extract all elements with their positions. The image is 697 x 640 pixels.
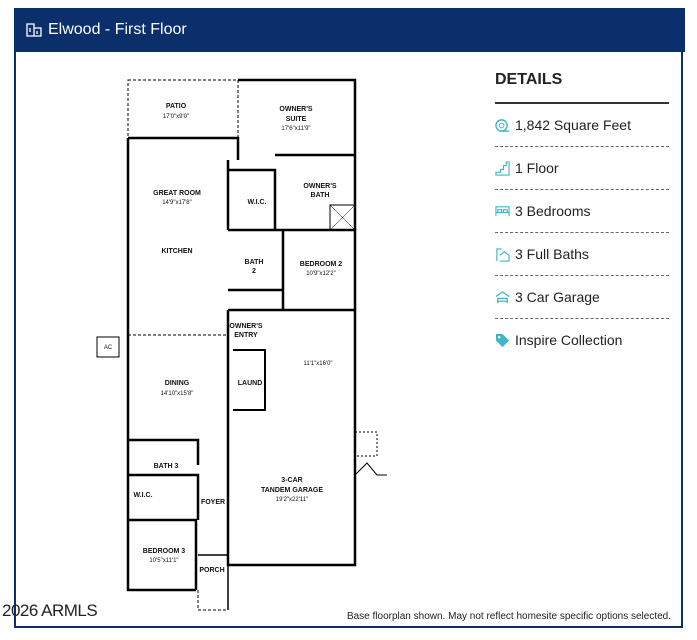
room-label-owners-bath-2: BATH bbox=[311, 192, 330, 199]
room-dim-garage-ext: 11'1"x16'0" bbox=[303, 361, 332, 367]
detail-label: 3 Car Garage bbox=[515, 289, 600, 305]
room-dim-garage: 19'2"x22'11" bbox=[276, 497, 308, 503]
room-label-laundry: LAUND bbox=[238, 380, 263, 387]
room-dim-great-room: 14'9"x17'8" bbox=[162, 200, 192, 206]
detail-bedrooms: 3 Bedrooms bbox=[495, 190, 669, 232]
detail-floors: 1 Floor bbox=[495, 147, 669, 189]
bath-icon bbox=[496, 247, 510, 262]
garage-icon bbox=[495, 290, 510, 303]
room-label-patio: PATIO bbox=[166, 103, 187, 110]
detail-label: 1,842 Square Feet bbox=[515, 117, 631, 133]
tape-measure-icon bbox=[495, 118, 510, 132]
detail-garage: 3 Car Garage bbox=[495, 276, 669, 318]
details-divider bbox=[495, 102, 669, 104]
room-label-owners-entry: OWNER'S bbox=[229, 323, 262, 330]
ac-unit-label: AC bbox=[104, 345, 113, 351]
room-label-bath2-2: 2 bbox=[252, 268, 256, 275]
detail-baths: 3 Full Baths bbox=[495, 233, 669, 275]
details-panel: DETAILS 1,842 Square Feet 1 Floor 3 Bedr… bbox=[495, 68, 669, 361]
page-title: Elwood - First Floor bbox=[48, 21, 187, 38]
bed-icon bbox=[495, 205, 510, 216]
room-label-owners-suite: OWNER'S bbox=[279, 106, 312, 113]
detail-label: Inspire Collection bbox=[515, 332, 623, 348]
room-label-bedroom2: BEDROOM 2 bbox=[300, 261, 343, 268]
room-label-dining: DINING bbox=[165, 380, 190, 387]
room-label-great-room: GREAT ROOM bbox=[153, 190, 201, 197]
detail-label: 3 Full Baths bbox=[515, 246, 589, 262]
room-label-wic3: W.I.C. bbox=[133, 492, 152, 499]
room-label-bedroom3: BEDROOM 3 bbox=[143, 548, 186, 555]
room-label-owners-suite-2: SUITE bbox=[286, 116, 307, 123]
room-label-garage: 3-CAR bbox=[281, 477, 302, 484]
room-label-kitchen: KITCHEN bbox=[161, 248, 192, 255]
room-label-foyer: FOYER bbox=[201, 499, 225, 506]
disclaimer-note: Base floorplan shown. May not reflect ho… bbox=[346, 611, 671, 622]
room-label-garage-2: TANDEM GARAGE bbox=[261, 487, 323, 494]
tag-icon bbox=[495, 333, 510, 347]
room-label-owners-bath: OWNER'S bbox=[303, 183, 336, 190]
card-header: Elwood - First Floor bbox=[14, 8, 685, 52]
room-dim-owners-suite: 17'6"x11'9" bbox=[281, 126, 310, 132]
room-dim-patio: 17'0"x9'0" bbox=[163, 114, 189, 120]
divider bbox=[495, 275, 669, 276]
detail-square-feet: 1,842 Square Feet bbox=[495, 104, 669, 146]
room-label-porch: PORCH bbox=[199, 567, 224, 574]
detail-collection: Inspire Collection bbox=[495, 319, 669, 361]
detail-label: 1 Floor bbox=[515, 160, 559, 176]
stairs-icon bbox=[495, 160, 510, 176]
room-label-owners-entry-2: ENTRY bbox=[234, 332, 258, 339]
divider bbox=[495, 146, 669, 147]
divider bbox=[495, 318, 669, 319]
floorplan-icon bbox=[26, 23, 42, 37]
room-dim-bedroom3: 10'5"x11'1" bbox=[149, 558, 178, 564]
room-label-bath2: BATH bbox=[245, 259, 264, 266]
room-label-bath3: BATH 3 bbox=[154, 463, 179, 470]
watermark: 2026 ARMLS bbox=[2, 601, 98, 620]
room-dim-dining: 14'10"x15'8" bbox=[161, 391, 194, 397]
details-heading: DETAILS bbox=[495, 71, 563, 88]
divider bbox=[495, 232, 669, 233]
room-dim-bedroom2: 10'9"x12'2" bbox=[306, 271, 336, 277]
detail-label: 3 Bedrooms bbox=[515, 203, 591, 219]
divider bbox=[495, 189, 669, 190]
room-label-wic: W.I.C. bbox=[247, 199, 266, 206]
